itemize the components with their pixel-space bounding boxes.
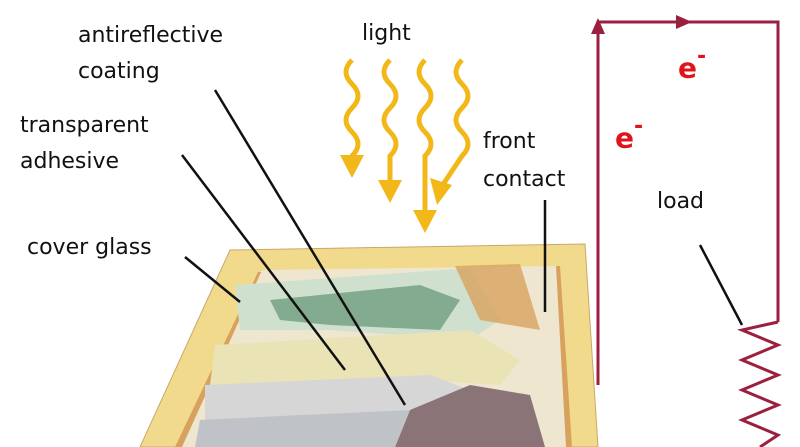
label-adhesive: adhesive [20,149,120,174]
electron-symbol: e [678,51,697,85]
electron-symbol: e [615,121,634,155]
current-arrows [591,15,692,34]
cell-layers [195,264,545,447]
pointer-lines [181,89,744,406]
label-cover-glass: cover glass [27,235,152,260]
external-circuit [596,20,782,447]
label-contact: contact [483,167,566,192]
label-antireflective: antireflective [78,23,224,48]
label-coating: coating [78,59,160,84]
label-light: light [362,21,411,46]
label-transparent: transparent [20,113,149,138]
electron-label-top: e- [678,44,706,85]
electron-charge: - [697,44,707,69]
light-arrowheads [340,155,452,233]
electron-label-left: e- [615,114,643,155]
label-front: front [483,129,536,154]
label-load: load [657,189,705,214]
electron-charge: - [634,114,644,139]
light-rays [343,58,471,216]
